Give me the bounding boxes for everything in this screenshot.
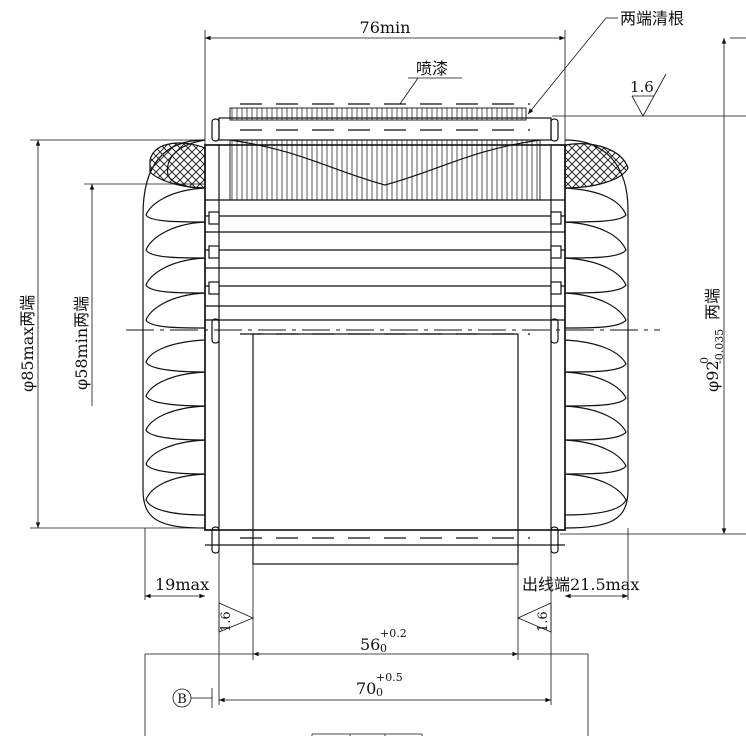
dim-bore-diameter	[560, 37, 746, 535]
clear-root-note: 两端清根	[620, 9, 684, 28]
dim-inner-diameter	[84, 183, 205, 406]
roughness-top-value: 1.6	[630, 78, 654, 96]
stator-core	[204, 103, 566, 565]
core-tol-lower: 0	[380, 642, 387, 655]
core-tol-upper: +0.2	[380, 627, 407, 640]
left-overhang-text: 19max	[155, 575, 209, 594]
overall-length-text: 76min	[360, 18, 411, 37]
bore-tol-lower: -0.035	[713, 329, 726, 364]
roughness-right-value: 1.6	[536, 611, 551, 632]
inner-diameter-text: φ58min两端	[72, 296, 91, 390]
outer-diameter-text: φ85max两端	[18, 295, 37, 392]
roughness-symbol-top	[552, 73, 746, 117]
datum-symbol	[172, 688, 213, 708]
roughness-symbol-right	[517, 602, 552, 633]
datum-letter: B	[177, 692, 187, 707]
dim-lead-end-overhang	[565, 528, 629, 600]
dim-left-overhang	[144, 528, 205, 600]
roughness-left-value: 1.6	[219, 611, 234, 632]
core-length-text: 56	[360, 635, 380, 654]
bore-diameter-symbol: φ92	[703, 360, 722, 392]
total-tol-upper: +0.5	[376, 671, 403, 684]
bore-suffix: 两端	[703, 288, 722, 320]
total-length-text: 70	[356, 679, 376, 698]
lead-end-overhang-text: 出线端21.5max	[522, 575, 639, 594]
total-tol-lower: 0	[376, 686, 383, 699]
spray-paint-note: 喷漆	[416, 59, 448, 78]
left-winding	[142, 139, 206, 529]
roughness-symbol-left	[218, 602, 255, 633]
bore-tol-upper: 0	[698, 357, 711, 364]
right-winding	[564, 139, 629, 529]
dim-overall-length	[204, 30, 566, 145]
dim-outer-diameter	[30, 139, 205, 529]
